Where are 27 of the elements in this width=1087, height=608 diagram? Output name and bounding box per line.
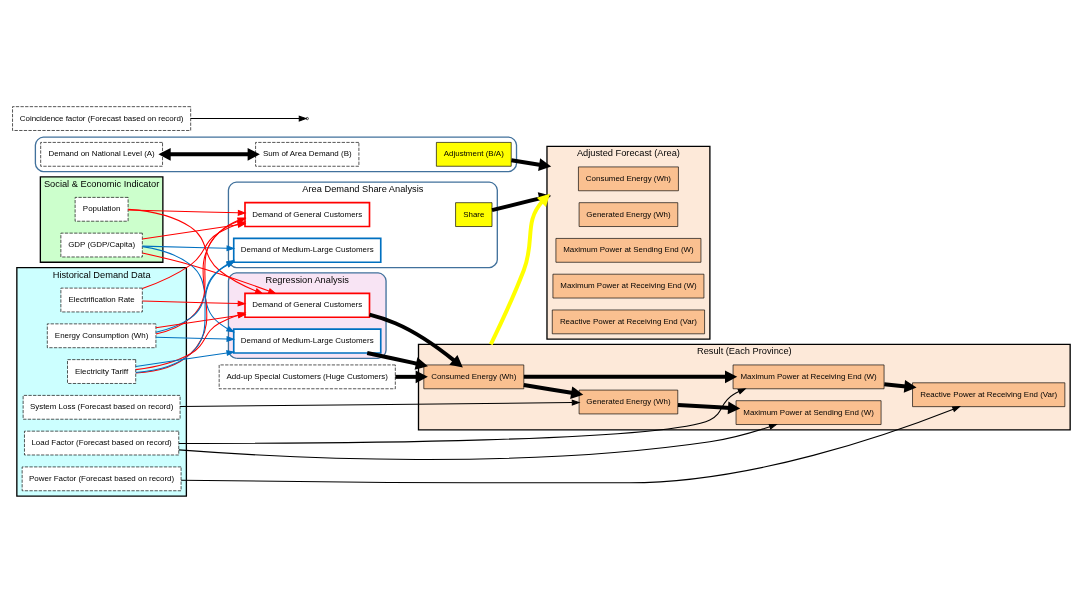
cluster	[34, 136, 518, 173]
arrow	[135, 350, 236, 368]
arrow	[523, 370, 738, 384]
arrow	[395, 370, 428, 384]
arrow	[677, 401, 741, 415]
arrow	[141, 245, 236, 252]
arrow	[523, 383, 584, 400]
arrow	[369, 312, 463, 368]
arrow	[489, 193, 550, 346]
arrow	[491, 192, 552, 213]
arrow	[155, 312, 247, 329]
arrow	[179, 399, 581, 408]
arrow	[127, 209, 247, 216]
arrow	[511, 158, 552, 171]
arrow	[180, 406, 962, 484]
arrow	[141, 252, 277, 294]
arrow	[135, 312, 247, 371]
arrow	[178, 423, 778, 460]
arrow	[127, 208, 264, 294]
arrow	[178, 388, 747, 444]
arrow	[884, 380, 917, 393]
arrow	[141, 300, 247, 307]
arrow	[190, 115, 308, 122]
arrow	[141, 221, 247, 240]
arrow	[155, 335, 236, 343]
arrow	[158, 147, 260, 161]
arrow	[141, 221, 247, 290]
